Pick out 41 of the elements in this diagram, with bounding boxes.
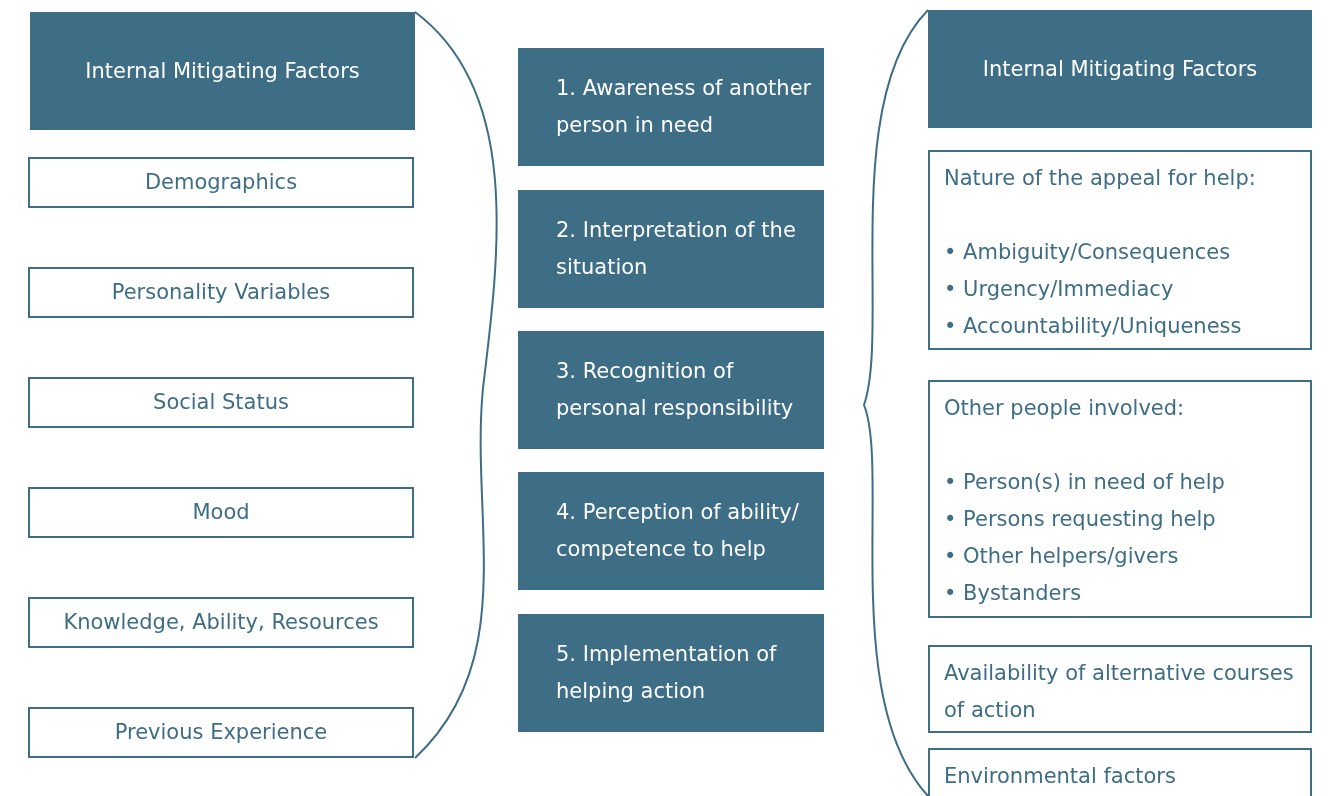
step-label: 4. Perception of ability/ competence to help [556, 499, 800, 563]
step-box [518, 472, 824, 590]
header-text: Internal Mitigating Factors [85, 57, 360, 85]
step-label: 2. Interpretation of the situation [556, 217, 797, 281]
factor-label: Mood [192, 499, 250, 526]
factor-box [28, 707, 414, 758]
step-label: 5. Implementation of helping action [556, 641, 778, 705]
factor-label: Personality Variables [111, 279, 331, 306]
factor-label: Other people involved: [944, 395, 1186, 422]
factor-box [928, 748, 1312, 796]
factor-label: Knowledge, Ability, Resources [63, 609, 379, 636]
factor-box [928, 645, 1312, 733]
bullet-item: • Other helpers/givers [944, 543, 1180, 570]
bullet-item: • Ambiguity/Consequences [944, 239, 1232, 266]
header-text: Internal Mitigating Factors [982, 55, 1258, 83]
factor-box [28, 157, 414, 208]
factor-label: Demographics [144, 169, 298, 196]
bullet-item: • Accountability/Uniqueness [944, 313, 1243, 340]
header-box [928, 10, 1312, 128]
factor-box [28, 487, 414, 538]
factor-label: Previous Experience [114, 719, 328, 746]
factor-box [28, 377, 414, 428]
header-box [30, 12, 415, 130]
step-label: 3. Recognition of personal responsibility [556, 358, 795, 422]
factor-box [28, 597, 414, 648]
factor-label: Social Status [153, 389, 289, 416]
factor-label: Nature of the appeal for help: [944, 165, 1257, 192]
bullet-item: • Person(s) in need of help [944, 469, 1226, 496]
factor-box [928, 380, 1312, 618]
factor-box [928, 150, 1312, 350]
factor-label: Environmental factors [944, 763, 1177, 790]
step-box [518, 48, 824, 166]
step-box [518, 614, 824, 732]
bullet-item: • Urgency/Immediacy [944, 276, 1175, 303]
step-label: 1. Awareness of another person in need [556, 75, 813, 139]
step-box [518, 331, 824, 449]
factor-box [28, 267, 414, 318]
bullet-item: • Persons requesting help [944, 506, 1217, 533]
step-box [518, 190, 824, 308]
factor-label: Availability of alternative courses of action [944, 660, 1295, 724]
bullet-item: • Bystanders [944, 580, 1083, 607]
